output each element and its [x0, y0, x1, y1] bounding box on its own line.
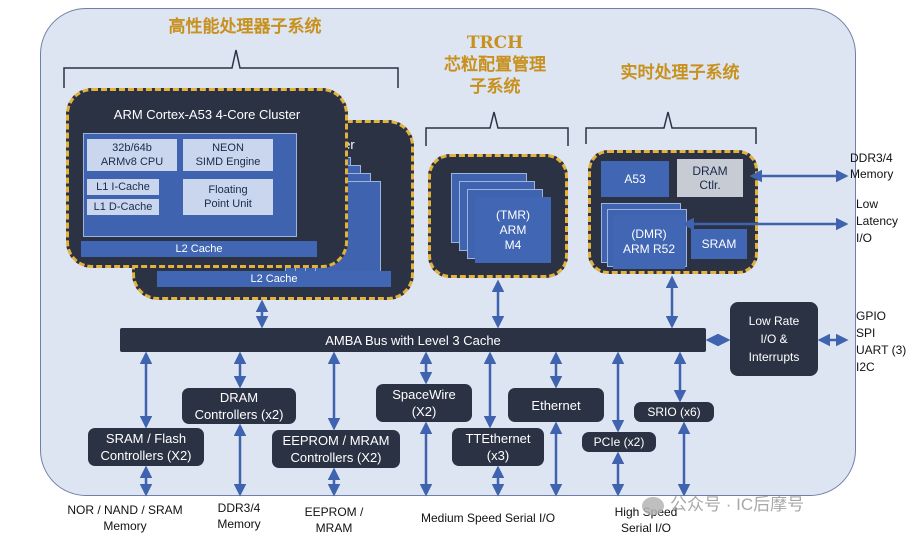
cluster-title: ARM Cortex-A53 4-Core Cluster [113, 107, 301, 122]
l1-dcache: L1 D-Cache [87, 199, 159, 215]
pcie: PCIe (x2) [582, 432, 656, 452]
ttethernet: TTEthernet(x3) [452, 428, 544, 466]
watermark: 公众号 · IC后摩号 [642, 492, 892, 518]
rt-a53: A53 [601, 161, 669, 197]
l1-icache: L1 I-Cache [87, 179, 159, 195]
ext-eeprom-mram: EEPROM /MRAM [304, 505, 364, 535]
wechat-icon [642, 496, 664, 515]
hpu-title: 高性能处理器子系统 [168, 17, 322, 37]
rt-sram: SRAM [691, 229, 747, 259]
amba-bus: AMBA Bus with Level 3 Cache [120, 328, 706, 352]
ext-medium-speed-serial: Medium Speed Serial I/O [420, 511, 556, 525]
srio: SRIO (x6) [634, 402, 714, 422]
ethernet: Ethernet [508, 388, 604, 422]
trch-title: TRCH 芯粒配置管理 子系统 [444, 33, 546, 97]
l2-cache-front: L2 Cache [81, 241, 317, 257]
l2-cache-back: L2 Cache [157, 271, 391, 287]
spacewire: SpaceWire(X2) [376, 384, 472, 422]
rt-title: 实时处理子系统 [620, 63, 740, 83]
arm-r52: (DMR)ARM R52 [613, 215, 685, 269]
